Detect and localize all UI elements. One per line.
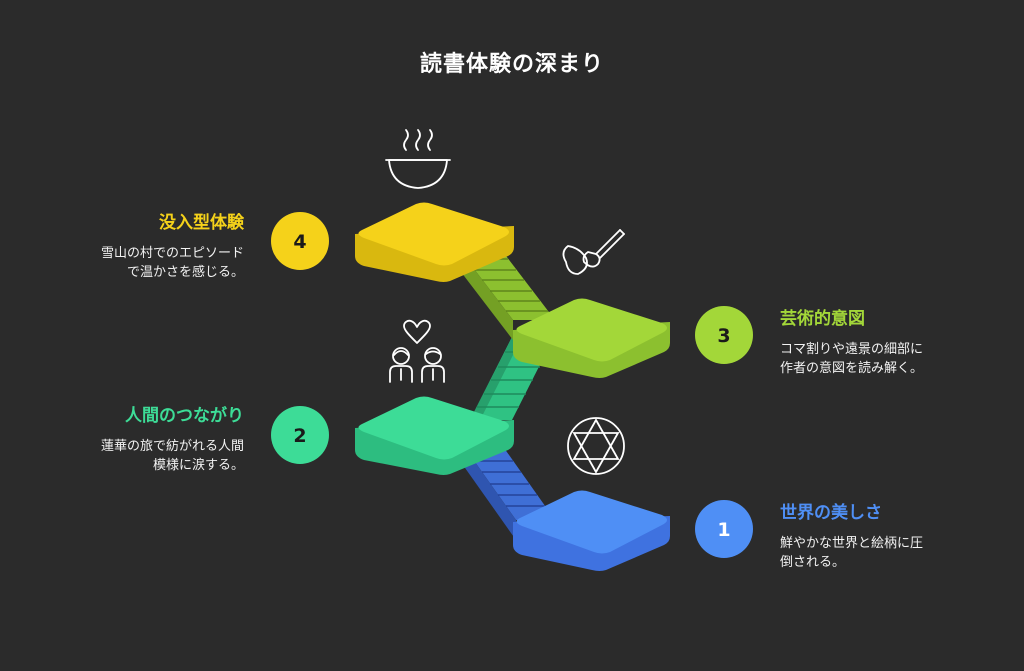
badge-number-4: 4 (293, 231, 306, 253)
step-badge-4: 4 (271, 212, 329, 270)
couple-heart-icon (389, 319, 445, 383)
step-label-1: 世界の美しさ 鮮やかな世界と絵柄に圧 倒される。 (780, 502, 923, 572)
step-desc-3: コマ割りや遠景の細部に 作者の意図を読み解く。 (780, 342, 924, 376)
step-badge-3: 3 (695, 306, 753, 364)
step-heading-2: 人間のつながり (125, 406, 244, 426)
badge-number-3: 3 (717, 325, 730, 347)
badge-number-1: 1 (717, 519, 730, 541)
paintbrush-icon (562, 229, 625, 275)
platform-3 (513, 298, 670, 378)
step-desc-2: 蓮華の旅で紡がれる人間 模様に涙する。 (100, 439, 244, 473)
steaming-bowl-icon (385, 129, 451, 189)
step-heading-1: 世界の美しさ (780, 503, 882, 523)
star-of-david-icon (567, 417, 625, 475)
step-label-3: 芸術的意図 コマ割りや遠景の細部に 作者の意図を読み解く。 (780, 308, 923, 378)
platform-4 (355, 202, 514, 282)
platform-1 (513, 490, 670, 571)
badge-number-2: 2 (293, 425, 306, 447)
step-label-2: 人間のつながり 蓮華の旅で紡がれる人間 模様に涙する。 (101, 405, 244, 475)
step-desc-1: 鮮やかな世界と絵柄に圧 倒される。 (780, 536, 924, 570)
step-label-4: 没入型体験 雪山の村でのエピソード で温かさを感じる。 (101, 212, 244, 282)
step-heading-4: 没入型体験 (159, 213, 244, 233)
step-heading-3: 芸術的意図 (780, 309, 865, 329)
diagram-title: 読書体験の深まり (419, 52, 604, 77)
platform-2 (355, 396, 514, 475)
step-badge-1: 1 (695, 500, 753, 558)
step-desc-4: 雪山の村でのエピソード で温かさを感じる。 (100, 246, 244, 280)
step-badge-2: 2 (271, 406, 329, 464)
